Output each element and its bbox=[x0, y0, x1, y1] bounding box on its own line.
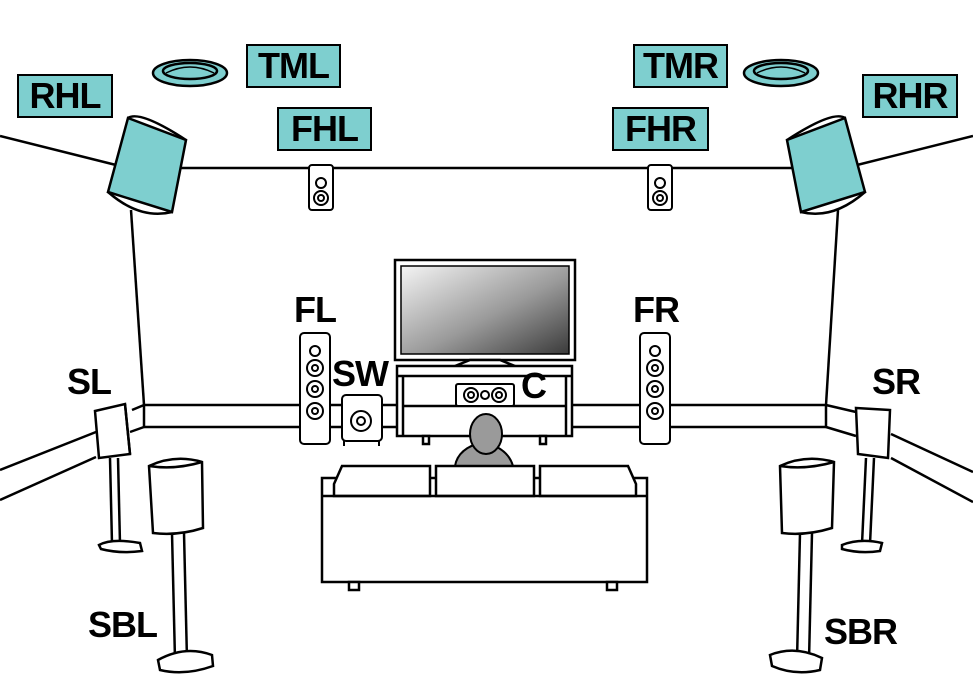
fr-label: FR bbox=[633, 289, 680, 330]
rhr-tag: RHR bbox=[862, 74, 958, 118]
sbr-speaker bbox=[768, 457, 836, 674]
fr-speaker bbox=[639, 332, 671, 445]
sr-label: SR bbox=[872, 361, 921, 402]
sbl-speaker bbox=[147, 457, 215, 674]
rhr-speaker bbox=[785, 115, 867, 216]
television bbox=[393, 258, 577, 368]
listener-figure bbox=[453, 413, 515, 467]
room-outline bbox=[0, 134, 973, 504]
rhl-speaker bbox=[106, 115, 188, 216]
tmr-ceiling-speaker bbox=[742, 58, 820, 88]
rhl-tag: RHL bbox=[17, 74, 113, 118]
sbr-label: SBR bbox=[824, 611, 898, 652]
fhl-tag: FHL bbox=[277, 107, 372, 151]
sl-speaker bbox=[93, 402, 144, 554]
sr-speaker bbox=[840, 406, 892, 554]
fl-label: FL bbox=[294, 289, 337, 330]
sofa bbox=[320, 464, 649, 592]
fhr-tag: FHR bbox=[612, 107, 709, 151]
fhl-speaker bbox=[308, 164, 334, 211]
tml-ceiling-speaker bbox=[151, 58, 229, 88]
sbl-label: SBL bbox=[88, 604, 158, 645]
tmr-tag: TMR bbox=[633, 44, 728, 88]
c-label: C bbox=[521, 365, 547, 406]
sl-label: SL bbox=[67, 361, 112, 402]
subwoofer bbox=[341, 394, 383, 446]
fl-speaker bbox=[299, 332, 331, 445]
fhr-speaker bbox=[647, 164, 673, 211]
sw-label: SW bbox=[332, 353, 389, 394]
tml-tag: TML bbox=[246, 44, 341, 88]
center-speaker bbox=[455, 383, 515, 407]
